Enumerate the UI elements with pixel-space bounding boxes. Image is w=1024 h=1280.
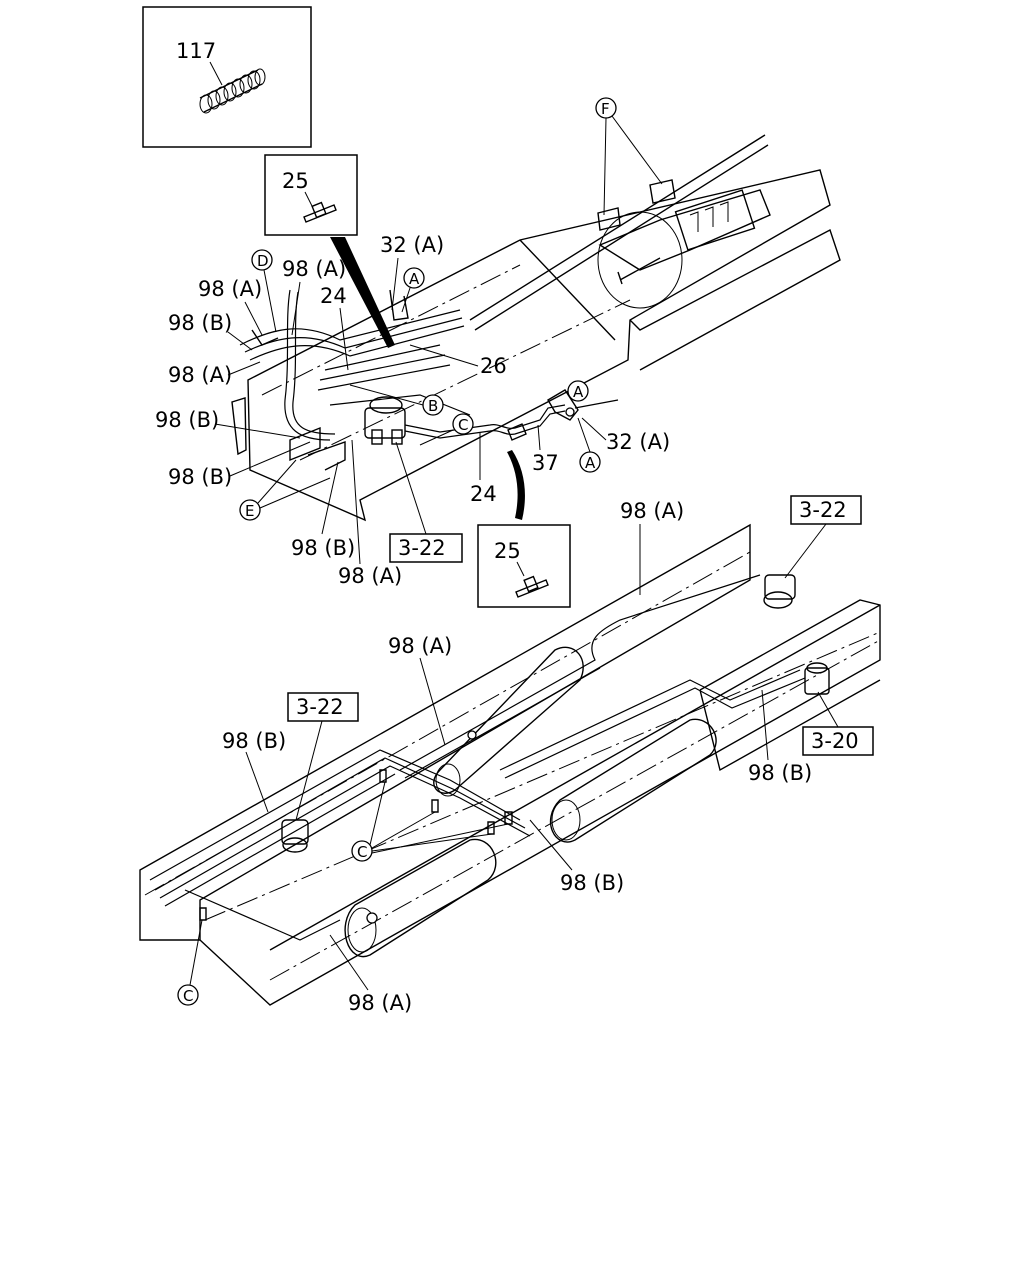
callout-a-mid: A xyxy=(567,380,589,402)
part-label-25-mid: 25 xyxy=(494,539,521,563)
relay-valve-icon xyxy=(364,396,406,445)
part-label: 98 (A) xyxy=(198,277,262,301)
part-label-117: 117 xyxy=(176,39,216,63)
ref-box-3-22-left[interactable]: 3-22 xyxy=(287,692,359,821)
callout-e: E xyxy=(239,459,331,521)
part-label: 98 (B) xyxy=(222,729,286,753)
part-label: 24 xyxy=(320,284,347,308)
svg-text:3-22: 3-22 xyxy=(799,498,847,522)
svg-text:B: B xyxy=(428,397,438,415)
detail-box-117: 117 xyxy=(142,6,312,148)
callouts: A A A B C C xyxy=(177,97,663,1006)
svg-text:3-22: 3-22 xyxy=(398,536,446,560)
part-label-25-top: 25 xyxy=(282,169,309,193)
part-labels: 32 (A) 98 (A) 98 (A) 98 (B) 98 (A) 98 (B… xyxy=(155,233,812,1015)
part-label: 98 (B) xyxy=(560,871,624,895)
ref-box-3-20[interactable]: 3-20 xyxy=(802,691,874,756)
relay-valve-icon xyxy=(763,574,796,609)
air-tank-icon xyxy=(549,718,717,843)
connector-fitting-icon xyxy=(515,575,549,598)
svg-text:C: C xyxy=(458,416,468,434)
callout-c-lower: C xyxy=(351,781,509,862)
part-label: 98 (B) xyxy=(155,408,219,432)
part-label: 98 (A) xyxy=(168,363,232,387)
callout-f: F xyxy=(595,97,663,216)
svg-text:A: A xyxy=(585,454,596,472)
callout-b: B xyxy=(349,384,444,416)
part-label: 98 (A) xyxy=(338,564,402,588)
part-label: 98 (B) xyxy=(291,536,355,560)
svg-text:3-22: 3-22 xyxy=(296,695,344,719)
part-label: 98 (A) xyxy=(620,499,684,523)
svg-text:E: E xyxy=(245,502,254,520)
part-label: 98 (B) xyxy=(168,311,232,335)
part-label: 98 (A) xyxy=(388,634,452,658)
coil-spring-icon xyxy=(199,68,266,114)
part-label: 32 (A) xyxy=(606,430,670,454)
svg-text:D: D xyxy=(257,252,269,270)
ref-box-3-22-right[interactable]: 3-22 xyxy=(784,495,862,579)
part-label: 98 (A) xyxy=(282,257,346,281)
callout-d: D xyxy=(251,249,277,333)
svg-text:C: C xyxy=(183,987,193,1005)
part-label: 32 (A) xyxy=(380,233,444,257)
svg-text:A: A xyxy=(573,383,584,401)
callout-a-low: A xyxy=(577,417,601,473)
callout-c-top: C xyxy=(419,413,474,446)
part-label: 98 (A) xyxy=(348,991,412,1015)
svg-text:F: F xyxy=(601,100,610,118)
part-label: 26 xyxy=(480,354,507,378)
svg-text:A: A xyxy=(409,270,420,288)
svg-text:3-20: 3-20 xyxy=(811,729,859,753)
part-label: 24 xyxy=(470,482,497,506)
ref-box-3-22-upper[interactable]: 3-22 xyxy=(389,441,463,563)
air-tank-icon xyxy=(344,838,497,958)
part-label: 98 (B) xyxy=(168,465,232,489)
detail-box-25-mid: 25 xyxy=(477,450,571,608)
callout-c-bottom: C xyxy=(177,919,203,1006)
callout-a-top: A xyxy=(401,267,425,313)
part-label: 37 xyxy=(532,451,559,475)
upper-frame-assembly xyxy=(231,134,841,522)
svg-text:C: C xyxy=(357,843,367,861)
check-valve-icon xyxy=(804,662,830,695)
air-tank-icon xyxy=(433,646,584,797)
lower-frame-assembly xyxy=(139,523,881,1006)
part-label: 98 (B) xyxy=(748,761,812,785)
connector-fitting-icon xyxy=(303,201,337,223)
detail-box-25-top: 25 xyxy=(264,154,395,348)
hose-fitting-icon xyxy=(507,423,527,441)
relay-valve-icon xyxy=(281,819,309,853)
